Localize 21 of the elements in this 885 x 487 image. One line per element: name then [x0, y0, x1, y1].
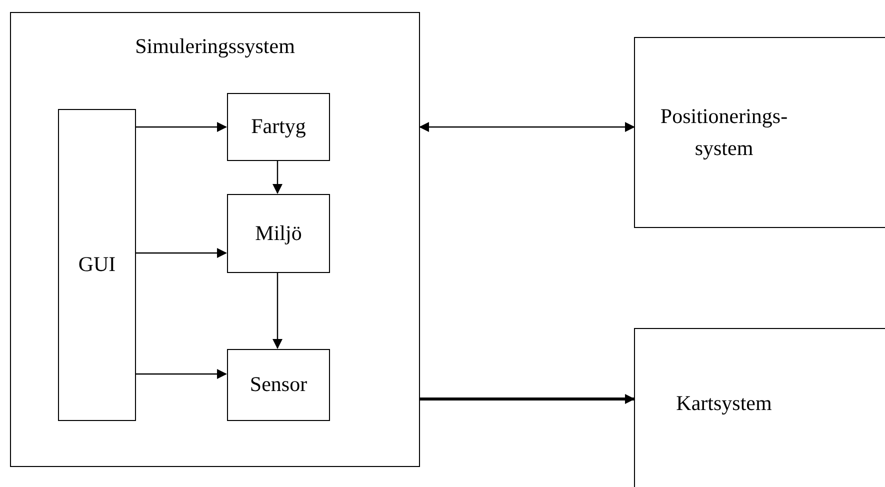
box-label: Fartyg [251, 113, 306, 140]
arrow [419, 122, 635, 132]
box-label: Simuleringssystem [134, 33, 296, 60]
system-box [634, 37, 885, 228]
arrow [135, 248, 227, 258]
system-box [58, 109, 136, 421]
system-box [227, 93, 330, 161]
system-box [227, 349, 330, 421]
box-label: Miljö [255, 220, 302, 247]
box-label: GUI [78, 251, 116, 278]
arrow [135, 122, 227, 132]
arrow [272, 160, 282, 194]
system-box [634, 328, 885, 487]
arrow [272, 272, 282, 349]
system-box [227, 194, 330, 273]
box-label: Positionerings- system [659, 103, 789, 162]
arrow [135, 369, 227, 379]
box-label: Sensor [250, 371, 308, 398]
box-label: Kartsystem [675, 390, 773, 417]
system-box [10, 12, 420, 467]
arrow [420, 394, 635, 404]
